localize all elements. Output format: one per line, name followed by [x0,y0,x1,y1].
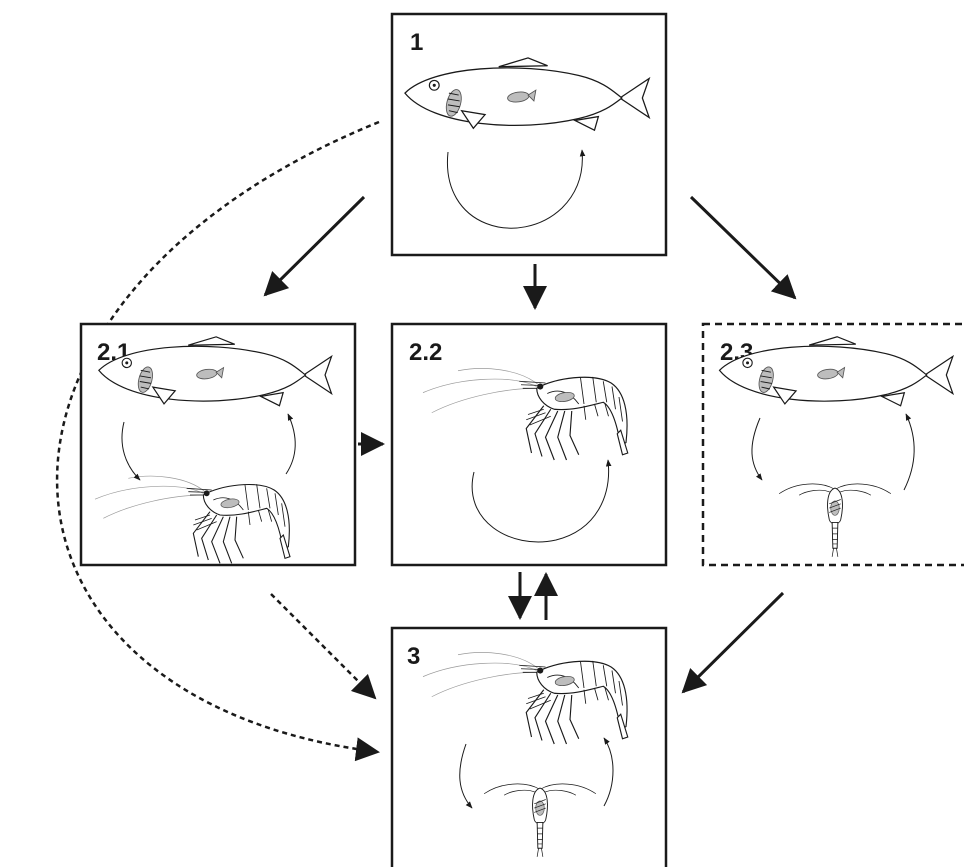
cycle-arrow [471,459,612,543]
cycle-arrow-down [121,421,141,481]
box-2-2: 2.2 [390,322,668,567]
arrow-2-3-to-3 [681,591,785,694]
cycle-arrow-down [459,743,473,809]
cycle-arrow-up [903,413,915,491]
box-2-3: 2.3 [701,322,964,567]
box-2-2-label: 2.2 [409,339,442,366]
cycle-arrow-up [603,737,614,807]
arrow-2-1-to-3-dashed [270,593,377,700]
cycle-arrow-up [285,413,296,475]
box-1: 1 [390,12,668,257]
arrow-1-to-2-1 [263,195,366,297]
box-1-label: 1 [410,29,423,56]
box-3: 3 [390,626,668,867]
arrow-1-to-3-dashed-curve [55,120,380,762]
cycle-arrow [447,149,586,229]
cycle-arrow-down [751,417,763,481]
arrow-1-to-2-3 [689,195,797,300]
box-2-1: 2.1 [79,322,357,567]
box-3-label: 3 [407,643,420,670]
